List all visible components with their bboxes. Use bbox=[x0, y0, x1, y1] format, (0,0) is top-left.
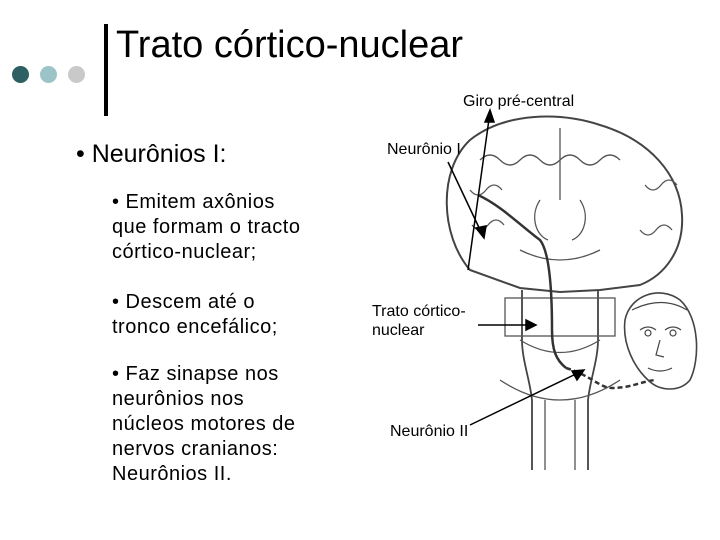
sub-bullet-3-line: • Faz sinapse nos bbox=[112, 363, 279, 385]
sub-bullet-3-line: Neurônios II. bbox=[112, 463, 232, 485]
sub-bullet-1: • Emitem axônios que formam o tracto cór… bbox=[112, 190, 300, 265]
sub-bullet-2-line: • Descem até o bbox=[112, 291, 255, 313]
title-accent-bar bbox=[104, 24, 108, 116]
sub-bullet-3-line: nervos cranianos: bbox=[112, 438, 279, 460]
corticonuclear-tract-path-icon bbox=[477, 193, 567, 369]
sub-bullet-1-line: • Emitem axônios bbox=[112, 191, 275, 213]
label-neuronio-2: Neurônio II bbox=[390, 423, 469, 440]
dot-light-icon bbox=[68, 66, 85, 83]
label-giro-pre-central: Giro pré-central bbox=[463, 93, 575, 110]
sub-bullet-3: • Faz sinapse nos neurônios nos núcleos … bbox=[112, 362, 296, 487]
label-trato: Trato córtico- nuclear bbox=[372, 302, 466, 340]
sub-bullet-2: • Descem até o tronco encefálico; bbox=[112, 290, 278, 340]
dot-dark-icon bbox=[12, 66, 29, 83]
label-arrows bbox=[447, 107, 586, 426]
label-trato-line: nuclear bbox=[372, 322, 425, 339]
sub-bullet-1-line: córtico-nuclear; bbox=[112, 241, 257, 263]
sub-bullet-3-line: núcleos motores de bbox=[112, 413, 296, 435]
dot-mid-icon bbox=[40, 66, 57, 83]
face-muscles-icon bbox=[623, 292, 698, 390]
slide-title: Trato córtico-nuclear bbox=[116, 24, 464, 66]
sub-bullet-1-line: que formam o tracto bbox=[112, 216, 301, 238]
sub-bullet-2-line: tronco encefálico; bbox=[112, 316, 278, 338]
label-trato-line: Trato córtico- bbox=[372, 303, 466, 320]
cranial-nerve-path-icon bbox=[565, 366, 656, 390]
sub-bullet-3-line: neurônios nos bbox=[112, 388, 245, 410]
brain-coronal-section-icon bbox=[445, 115, 684, 470]
label-neuronio-1: Neurônio I bbox=[387, 141, 461, 158]
main-bullet: • Neurônios I: bbox=[76, 140, 227, 168]
